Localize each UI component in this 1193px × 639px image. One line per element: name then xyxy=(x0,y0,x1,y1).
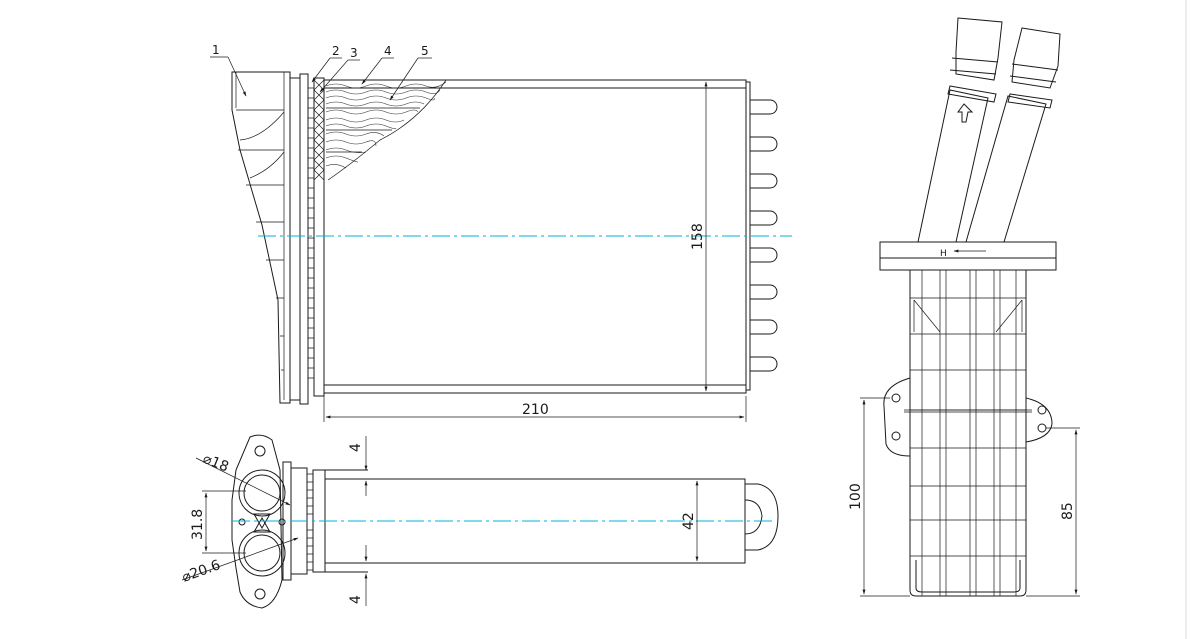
top-right-loop xyxy=(745,483,779,551)
top-right-loop-inner xyxy=(744,499,763,535)
callout-2: 2 xyxy=(332,44,340,58)
dim-line-dia18 xyxy=(195,457,291,506)
side-bar xyxy=(904,409,1032,413)
flange-hole-top xyxy=(254,445,266,457)
dim-line-dia206 xyxy=(181,537,299,581)
top-tube-ends xyxy=(307,473,314,571)
dim-pipe-spacing: 31.8 xyxy=(190,509,206,540)
dim-front-width: 210 xyxy=(522,402,549,418)
side-bottom-loop xyxy=(915,560,1021,593)
pipe-lower-inner xyxy=(243,534,281,572)
callout-1: 1 xyxy=(212,43,220,57)
side-hole-1 xyxy=(891,393,901,403)
dim-top-gap-upper: 4 xyxy=(348,443,364,452)
pipe-flange xyxy=(231,434,283,609)
fin-section xyxy=(325,79,447,181)
callout-5: 5 xyxy=(421,44,429,58)
dim-pipe-dia-lower: ⌀20.6 xyxy=(180,557,223,586)
callouts: 1 2 3 4 5 xyxy=(210,43,432,101)
dim-pipe-dia-upper: ⌀18 xyxy=(201,451,231,476)
flange-hole-bottom xyxy=(254,588,266,600)
side-hole-2 xyxy=(891,431,901,441)
side-pipe-left-collar xyxy=(947,85,997,103)
dim-top-depth: 42 xyxy=(681,512,697,530)
callout-4: 4 xyxy=(384,44,392,58)
front-view: 158 210 1 2 3 4 5 xyxy=(210,43,792,422)
flange-dot-right xyxy=(278,518,286,526)
tube-ends xyxy=(308,87,315,379)
side-pipe-left xyxy=(917,89,989,243)
left-tank-ribs xyxy=(235,72,285,400)
pipe-upper-outer xyxy=(238,469,286,517)
side-view: H 100 85 xyxy=(848,17,1080,597)
pipe-upper-inner xyxy=(243,474,281,512)
dim-side-height-right: 85 xyxy=(1060,502,1076,520)
side-cap xyxy=(879,241,1057,271)
side-pipe-right xyxy=(965,95,1047,243)
side-hole-3 xyxy=(1037,405,1047,415)
left-tank-arc xyxy=(239,111,285,179)
top-view: 4 4 42 ⌀18 ⌀20.6 31.8 xyxy=(180,434,779,609)
side-ear-left xyxy=(883,377,911,457)
side-strip xyxy=(313,77,325,397)
dim-front-height: 158 xyxy=(690,223,706,250)
dim-top-gap-lower: 4 xyxy=(348,595,364,604)
header-plate xyxy=(289,77,301,401)
dim-side-height-left: 100 xyxy=(848,483,864,510)
side-pipe-right-collar xyxy=(1007,93,1053,109)
flange-dot-left xyxy=(238,518,246,526)
header-flange xyxy=(299,73,309,405)
side-pipe-left-end xyxy=(949,17,1003,81)
flange-center-mark xyxy=(253,513,271,533)
side-pipe-right-end xyxy=(1009,27,1061,89)
strip-hatch xyxy=(313,79,325,181)
callout-3: 3 xyxy=(350,46,358,60)
side-label: H xyxy=(940,249,947,259)
left-tank xyxy=(231,71,291,404)
side-hole-4 xyxy=(1037,423,1047,433)
side-ear-right xyxy=(1025,397,1053,443)
side-body xyxy=(909,269,1027,597)
flow-arrow-icon xyxy=(957,103,974,123)
side-grid xyxy=(910,270,1026,596)
